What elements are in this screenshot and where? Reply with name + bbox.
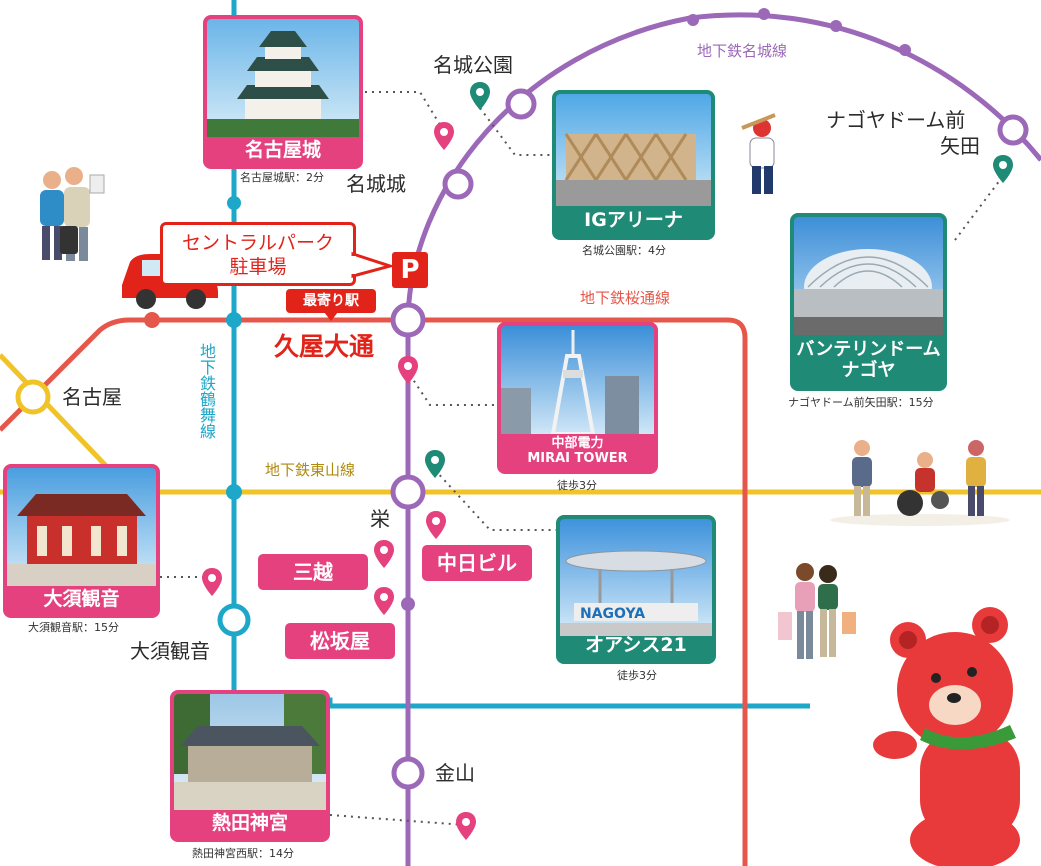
map-pin-icon[interactable] (398, 356, 418, 384)
ig-arena-name: IGアリーナ (584, 209, 683, 232)
sakuradori-line-label: 地下鉄桜通線 (580, 289, 671, 307)
nearest-station-name: 久屋大通 (274, 332, 375, 361)
higashiyama-branch (0, 353, 112, 472)
map-pin-icon[interactable] (374, 587, 394, 615)
map-pin-icon[interactable] (434, 122, 454, 150)
station-nagoyadome: ナゴヤドーム前 (826, 108, 966, 132)
station-kanayama: 金山 (435, 761, 475, 785)
mirai-tower-name: 中部電力 MIRAI TOWER (501, 434, 654, 470)
station-markers (15, 88, 1029, 790)
tag-mitsukoshi[interactable]: 三越 (258, 554, 368, 590)
leader-lines (160, 91, 1001, 826)
dome-icon (794, 249, 943, 335)
oasis21-access: 徒歩3分 (617, 669, 657, 682)
meijo-line-label: 地下鉄名城線 (697, 42, 788, 60)
spot-card-oasis21[interactable]: NAGOYA オアシス21 (556, 515, 716, 664)
oasis21-photo: NAGOYA (560, 519, 712, 636)
map-pin-icon[interactable] (456, 812, 476, 840)
spot-card-ig-arena[interactable]: IGアリーナ (552, 90, 715, 240)
map-pin-icon[interactable] (993, 155, 1013, 183)
atsuta-jingu-name: 熱田神宮 (211, 812, 288, 835)
ig-arena-photo (556, 94, 711, 206)
osu-kannon-access: 大須観音駅：15分 (28, 621, 119, 634)
shoppers-illustration (778, 563, 856, 659)
map-pin-icon[interactable] (425, 450, 445, 478)
map-pin-icon[interactable] (202, 568, 222, 596)
map-pin-icon[interactable] (426, 511, 446, 539)
spot-card-atsuta-jingu[interactable]: 熱田神宮 (170, 690, 330, 842)
vantelin-dome-name-line1: バンテリンドーム (796, 339, 941, 361)
mirai-tower-access: 徒歩3分 (557, 479, 597, 492)
tag-matsuzakaya[interactable]: 松坂屋 (285, 623, 395, 659)
band-illustration (830, 440, 1010, 526)
tsurumai-line (231, 0, 810, 709)
nagoya-castle-photo (207, 19, 359, 137)
vantelin-dome-access: ナゴヤドーム前矢田駅：15分 (788, 396, 934, 409)
sakuradori-line (0, 317, 748, 866)
parking-name-line1: セントラルパーク (181, 232, 334, 254)
oasis-icon: NAGOYA (560, 550, 712, 636)
baseball-player-illustration (741, 113, 776, 194)
map-pin-icon[interactable] (374, 540, 394, 568)
castle-icon (207, 31, 359, 137)
parking-name-line2: 駐車場 (229, 256, 287, 278)
tourists-illustration (40, 167, 105, 261)
minor-stations (144, 8, 911, 611)
shrine-icon (174, 694, 326, 810)
osu-kannon-photo (7, 468, 156, 586)
station-nagoya: 名古屋 (62, 385, 122, 409)
nearest-badge-arrow (324, 312, 338, 321)
tag-chunichi-building[interactable]: 中日ビル (422, 545, 532, 581)
station-yada: 矢田 (940, 134, 980, 158)
spot-card-mirai-tower[interactable]: 中部電力 MIRAI TOWER (497, 322, 658, 474)
bubble-tail (350, 251, 394, 278)
station-osukannon: 大須観音 (130, 639, 210, 663)
osu-kannon-name: 大須観音 (43, 588, 120, 611)
atsuta-jingu-access: 熱田神宮西駅：14分 (192, 847, 294, 860)
station-sakae: 栄 (370, 507, 390, 531)
atsuta-jingu-photo (174, 694, 326, 810)
mirai-tower-name-line2: MIRAI TOWER (527, 451, 628, 466)
station-nagoyajo: 名城城 (346, 172, 406, 196)
nearest-station-badge: 最寄り駅 (286, 289, 376, 313)
nagoya-castle-access: 名古屋城駅：2分 (240, 171, 324, 184)
station-meijokoen: 名城公園 (433, 53, 513, 77)
ig-arena-access: 名城公園駅：4分 (582, 244, 666, 257)
arena-icon (556, 133, 711, 206)
oasis21-name: オアシス21 (585, 634, 687, 657)
svg-text:NAGOYA: NAGOYA (580, 606, 645, 622)
mascot-bear-illustration (873, 607, 1020, 866)
spot-card-nagoya-castle[interactable]: 名古屋城 (203, 15, 363, 169)
vantelin-dome-photo (794, 217, 943, 335)
temple-icon (7, 494, 156, 586)
parking-bubble: セントラルパーク 駐車場 (160, 222, 356, 286)
parking-p-mark: P (392, 252, 428, 288)
nagoya-castle-name: 名古屋城 (244, 139, 321, 162)
map-pin-icon[interactable] (470, 82, 490, 110)
spot-card-osu-kannon[interactable]: 大須観音 (3, 464, 160, 618)
higashiyama-line-label: 地下鉄東山線 (265, 461, 356, 479)
vantelin-dome-name: バンテリンドーム ナゴヤ (794, 335, 943, 387)
tower-icon (501, 330, 639, 434)
vantelin-dome-name-line2: ナゴヤ (841, 360, 896, 381)
mirai-tower-photo (501, 326, 654, 434)
mirai-tower-name-line1: 中部電力 (551, 436, 604, 452)
tsurumai-line-label: 地下鉄鶴舞線 (197, 343, 216, 439)
spot-card-vantelin-dome[interactable]: バンテリンドーム ナゴヤ (790, 213, 947, 391)
